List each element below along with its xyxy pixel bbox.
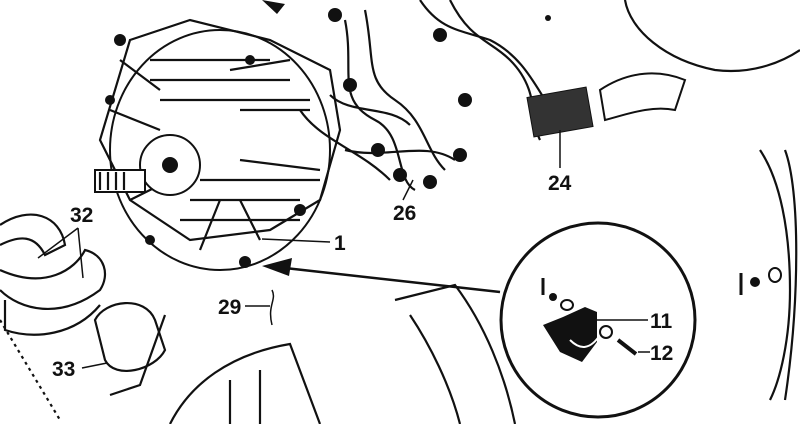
radial-engine [94,0,342,271]
callout-29: 29 [218,296,241,319]
leader-lines [37,130,561,369]
callout-32: 32 [70,204,93,227]
muffler [526,72,687,138]
cowling [169,0,800,424]
callout-24: 24 [548,172,572,195]
callout-26: 26 [393,202,416,225]
callout-33: 33 [52,358,75,381]
callout-1: 1 [334,232,346,255]
exhaust-assembly [299,0,561,191]
duct-parts [0,213,167,421]
detail-view [499,221,782,419]
detail-pointer-arrow [262,258,501,294]
callout-11: 11 [650,310,673,333]
callout-12: 12 [650,342,673,365]
fittings [328,8,551,189]
